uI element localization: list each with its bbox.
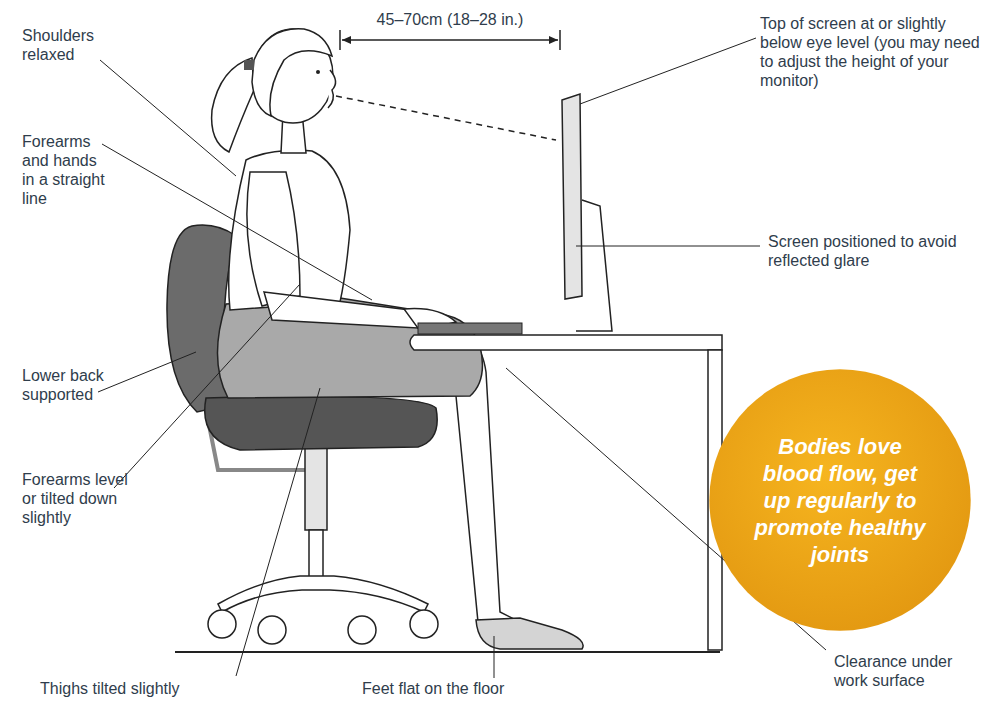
callout-label: Screen positioned to avoid reflected gla…	[768, 232, 968, 270]
leader-line	[98, 352, 196, 392]
callout-label: Shoulders relaxed	[22, 26, 117, 64]
chair-caster	[410, 610, 438, 638]
chair-base	[218, 576, 428, 612]
callout-label: Forearms level or tilted down slightly	[22, 470, 134, 527]
dimension-label: 45–70cm (18–28 in.)	[330, 10, 570, 29]
leader-line	[114, 284, 300, 488]
hair-band	[244, 60, 254, 70]
keyboard	[418, 323, 522, 334]
tip-text: Bodies love blood flow, get up regularly…	[750, 433, 930, 568]
desk-top	[410, 335, 722, 350]
callout-label: Lower back supported	[22, 366, 112, 404]
monitor-screen	[562, 94, 582, 299]
circle-fill	[709, 369, 970, 630]
leader-line	[236, 388, 320, 676]
person-ponytail	[212, 58, 254, 152]
leader-line	[580, 38, 756, 104]
callout-label: Clearance under work surface	[834, 652, 974, 690]
leader-line	[494, 636, 495, 678]
chair-column	[305, 448, 327, 530]
callout-label: Feet flat on the floor	[362, 679, 602, 698]
tip-circle: Bodies love blood flow, get up regularly…	[708, 368, 972, 632]
person-torso	[229, 150, 350, 310]
person-head	[253, 29, 333, 123]
leader-line	[576, 246, 760, 247]
chair-caster	[258, 616, 286, 644]
chair-seat	[205, 396, 437, 450]
dimension-arrow	[342, 39, 558, 41]
circle-content: Bodies love blood flow, get up regularly…	[708, 368, 972, 632]
callout-label: Forearms and hands in a straight line	[22, 132, 110, 208]
chair-column	[309, 530, 323, 580]
person-arm	[247, 172, 300, 306]
person-face	[328, 70, 336, 108]
callout-label: Top of screen at or slightly below eye l…	[760, 14, 982, 90]
person-eye	[316, 70, 320, 74]
chair-caster	[208, 610, 236, 638]
person-forearm	[264, 292, 418, 328]
dimension-tick	[339, 30, 341, 50]
person-hair	[252, 29, 332, 116]
floor-line	[175, 651, 720, 653]
leader-line	[100, 60, 236, 176]
person-shoe	[476, 618, 583, 649]
leader-line	[102, 144, 372, 300]
chair-caster	[348, 616, 376, 644]
callout-label: Thighs tilted slightly	[40, 679, 280, 698]
dimension-tick	[559, 30, 561, 50]
sight-line	[336, 96, 556, 140]
